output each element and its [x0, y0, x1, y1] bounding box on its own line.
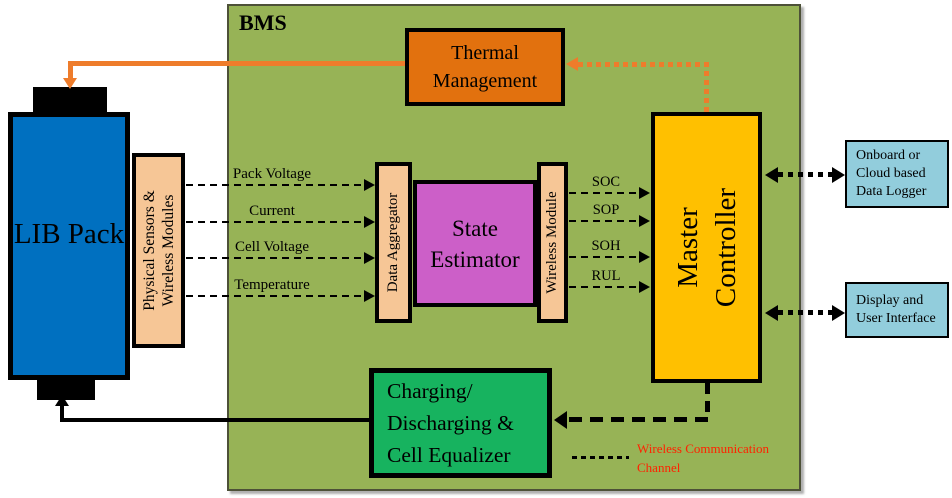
cell-voltage-arrow-line [186, 257, 364, 259]
wireless-module-box [537, 162, 568, 323]
data-aggregator-box [375, 162, 412, 323]
charging-line3: Cell Equalizer [387, 443, 511, 467]
data-logger-line2: Cloud based [856, 166, 926, 181]
charging-line1: Charging/ [387, 379, 473, 403]
charging-equalizer-box: Charging/ Discharging & Cell Equalizer [369, 368, 552, 478]
charging-to-libpack-arrowhead-icon [55, 395, 69, 406]
controller-display-left-arrowhead-icon [765, 305, 778, 321]
pack-voltage-arrowhead-icon [364, 179, 375, 191]
sop-label: SOP [592, 202, 620, 218]
thermal-label-line1: Thermal [451, 42, 519, 64]
soc-arrow-line [569, 192, 639, 194]
rul-arrow-line [569, 286, 639, 288]
display-ui-line2: User Interface [856, 311, 936, 326]
controller-to-thermal-line-vertical [704, 62, 709, 112]
controller-logger-left-arrowhead-icon [765, 167, 778, 183]
sensors-strip-box [132, 153, 185, 348]
controller-to-thermal-arrowhead-icon [566, 57, 578, 71]
cell-voltage-label: Cell Voltage [234, 239, 310, 255]
lib-pack-box: LIB Pack [8, 112, 130, 380]
sensors-strip-label: Physical Sensors & Wireless Modules [132, 153, 185, 348]
data-logger-box: Onboard or Cloud based Data Logger [845, 140, 949, 208]
thermal-to-libpack-arrowhead-icon [63, 78, 77, 89]
rul-label: RUL [591, 268, 621, 284]
thermal-to-libpack-line-horizontal [70, 61, 405, 66]
soc-arrowhead-icon [639, 187, 650, 199]
soc-label: SOC [591, 174, 621, 190]
data-logger-line1: Onboard or [856, 148, 921, 163]
soh-arrowhead-icon [639, 251, 650, 263]
controller-logger-right-arrowhead-icon [832, 167, 845, 183]
sop-arrowhead-icon [639, 215, 650, 227]
thermal-management-box: Thermal Management [405, 28, 565, 106]
controller-display-line [778, 310, 834, 315]
charging-line2: Discharging & [387, 411, 514, 435]
master-controller-line2: Controller [709, 187, 742, 308]
sensors-strip-label-line2: Wireless Modules [159, 194, 177, 307]
display-ui-box: Display and User Interface [845, 282, 949, 338]
controller-to-charging-arrowhead-icon [554, 411, 567, 429]
charging-to-libpack-line-vertical [60, 404, 64, 422]
soh-arrow-line [569, 256, 639, 258]
display-ui-line1: Display and [856, 293, 924, 308]
charging-to-libpack-line-horizontal [60, 418, 369, 422]
pack-voltage-label: Pack Voltage [232, 166, 312, 182]
wireless-module-label: Wireless Module [544, 191, 560, 294]
controller-to-charging-line-vertical [705, 383, 710, 417]
thermal-label-line2: Management [432, 70, 538, 92]
lib-pack-top-terminal [33, 87, 107, 114]
sensors-strip-label-line1: Physical Sensors & [140, 190, 158, 311]
data-logger-line3: Data Logger [856, 184, 927, 199]
temperature-arrowhead-icon [364, 290, 375, 302]
controller-logger-line [778, 172, 834, 177]
master-controller-label: Master Controller [651, 112, 762, 383]
controller-to-thermal-line-horizontal [578, 62, 709, 67]
legend-line1: Wireless Communication [637, 441, 769, 456]
lib-pack-label: LIB Pack [13, 217, 125, 250]
state-estimator-box: State Estimator [413, 180, 537, 307]
master-controller-box [651, 112, 762, 383]
current-label: Current [249, 203, 295, 219]
soh-label: SOH [591, 238, 621, 254]
controller-display-right-arrowhead-icon [832, 305, 845, 321]
temperature-label: Temperature [234, 277, 310, 293]
state-estimator-line1: State [452, 215, 498, 241]
master-controller-line1: Master [671, 207, 704, 288]
current-arrow-line [186, 221, 364, 223]
temperature-arrow-line [186, 295, 364, 297]
legend-dotted-line [572, 456, 629, 459]
pack-voltage-arrow-line [186, 184, 364, 186]
state-estimator-line2: Estimator [430, 246, 520, 272]
cell-voltage-arrowhead-icon [364, 252, 375, 264]
lib-pack-bottom-terminal [37, 378, 95, 400]
thermal-to-libpack-line-vertical [68, 61, 73, 80]
data-aggregator-label: Data Aggregator [385, 192, 401, 293]
current-arrowhead-icon [364, 216, 375, 228]
legend-line2: Channel [637, 460, 681, 475]
controller-to-charging-line-horizontal [569, 417, 710, 422]
sop-arrow-line [569, 220, 639, 222]
rul-arrowhead-icon [639, 281, 650, 293]
bms-title: BMS [239, 10, 287, 35]
